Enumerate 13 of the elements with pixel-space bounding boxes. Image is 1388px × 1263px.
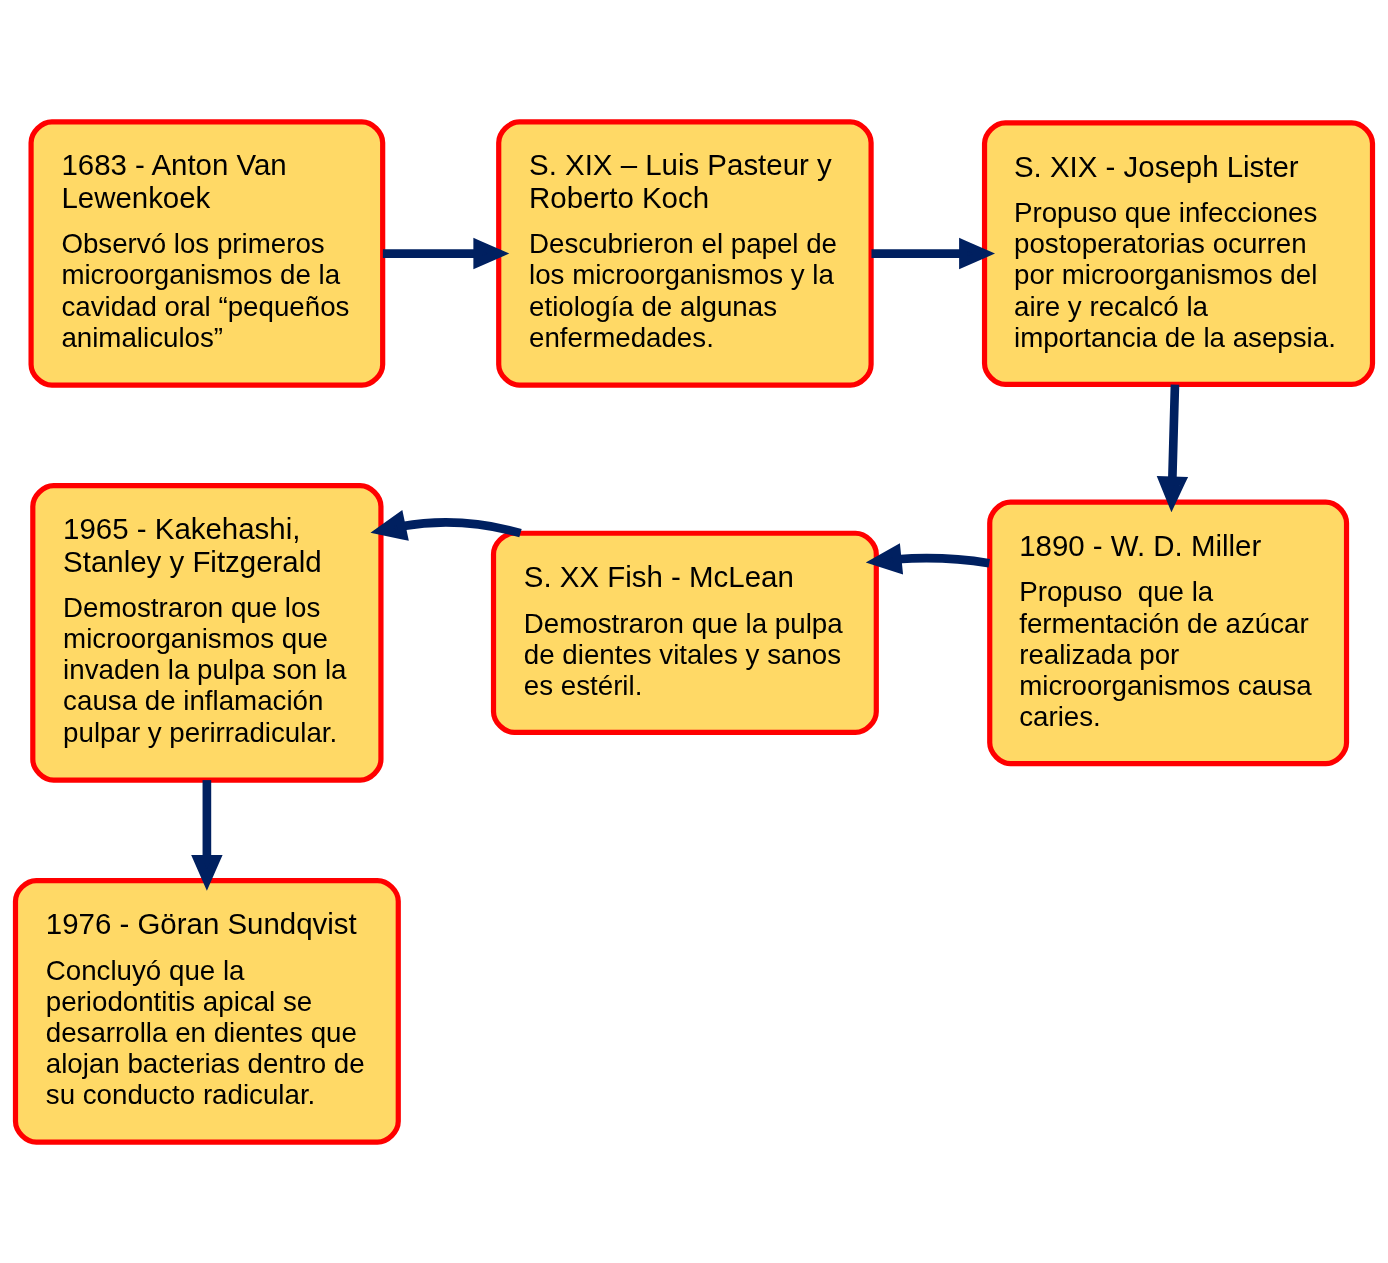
node-box: S. XIX – Luis Pasteur y Roberto Koch Descubrieron el papel de los microorganismos y la etiología de algunas enfermedades.	[496, 118, 874, 388]
node-box: 1683 - Anton Van Lewenkoek Observó los primeros microorganismos de la cavidad oral “pequeños animaliculos”	[28, 118, 386, 388]
arrow	[871, 237, 995, 269]
node-box: 1965 - Kakehashi, Stanley y Fitzgerald Demostraron que los microorganismos que invaden la pulpa son la causa de inflamación pulpar y perirradicular.	[30, 482, 384, 783]
arrow	[865, 542, 990, 574]
arrow	[191, 779, 223, 891]
node-box: 1890 - W. D. Miller Propuso que la fermentación de azúcar realizada por microorganismos causa caries.	[987, 499, 1350, 766]
arrow	[370, 509, 522, 541]
arrow	[382, 237, 510, 269]
node-box: S. XIX - Joseph Lister Propuso que infecciones postoperatorias ocurren por microorganismos del aire y recalcó la importancia de la asepsia.	[981, 119, 1376, 387]
node-box: 1976 - Göran Sundqvist Concluyó que la periodontitis apical se desarrolla en dientes que alojan bacterias dentro de su conducto radicular.	[12, 877, 401, 1145]
arrow	[1156, 384, 1189, 512]
node-box: S. XX Fish - McLean Demostraron que la pulpa de dientes vitales y sanos es estéril.	[490, 530, 879, 735]
